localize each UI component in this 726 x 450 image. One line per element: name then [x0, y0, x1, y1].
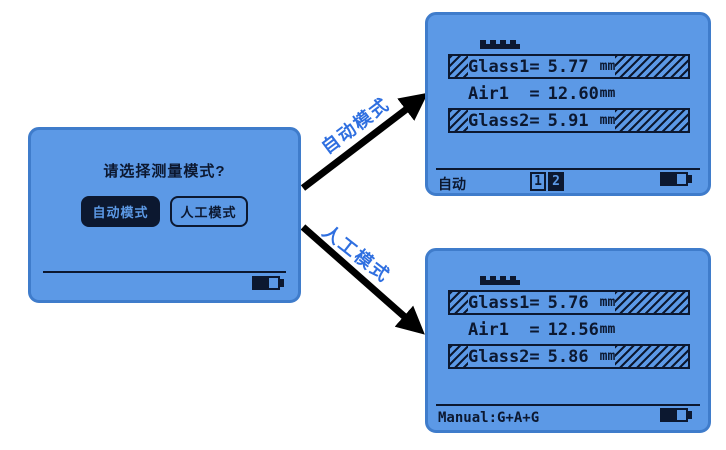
battery-fill	[254, 278, 269, 288]
divider	[436, 168, 700, 170]
measurement-value: 5.91	[547, 110, 589, 131]
battery-nub	[688, 411, 692, 419]
measurement-unit: mm	[599, 59, 616, 74]
mode-select-screen: 请选择测量模式? 自动模式 人工模式	[28, 127, 301, 303]
hatch-left-decoration	[450, 292, 468, 313]
measurement-label: Air1 =	[468, 319, 540, 340]
hatch-left-decoration	[450, 110, 468, 131]
measurement-text: Glass1= 5.76 mm	[468, 292, 615, 313]
mode-status-label: 自动	[438, 177, 466, 193]
measurement-row-glass1: Glass1= 5.77 mm	[448, 54, 690, 79]
measurement-unit: mm	[599, 113, 616, 128]
battery-icon	[660, 172, 692, 186]
measurement-label: Glass1=	[468, 292, 540, 313]
battery-nub	[688, 175, 692, 183]
measurement-value: 5.76	[547, 292, 589, 313]
measurement-unit: mm	[599, 322, 616, 337]
battery-fill	[662, 174, 677, 184]
mode-status-label: Manual:G+A+G	[438, 410, 540, 426]
hatch-right-decoration	[615, 56, 688, 77]
measurement-row-glass2: Glass2= 5.91 mm	[448, 108, 690, 133]
measurement-text: Glass2= 5.91 mm	[468, 110, 615, 131]
measurement-label: Glass2=	[468, 110, 540, 131]
mode-select-prompt: 请选择测量模式?	[103, 163, 226, 180]
hatch-right-decoration	[615, 292, 688, 313]
probe-mark-icon	[480, 276, 520, 285]
battery-fill	[662, 410, 677, 420]
hatch-right-decoration	[615, 110, 688, 131]
page-2-indicator[interactable]: 2	[548, 172, 564, 191]
probe-mark-icon	[480, 40, 520, 49]
measurement-value: 12.60	[547, 83, 599, 104]
measurement-value: 5.77	[547, 56, 589, 77]
battery-icon	[660, 408, 692, 422]
measurement-text: Glass1= 5.77 mm	[468, 56, 615, 77]
auto-mode-button[interactable]: 自动模式	[81, 196, 160, 227]
hatch-left-decoration	[450, 56, 468, 77]
measurement-unit: mm	[599, 86, 616, 101]
page-1-indicator[interactable]: 1	[530, 172, 546, 191]
measurement-value: 5.86	[547, 346, 589, 367]
mode-button-row: 自动模式 人工模式	[31, 196, 298, 227]
battery-nub	[280, 279, 284, 287]
hatch-left-decoration	[450, 346, 468, 367]
measurement-label: Glass1=	[468, 56, 540, 77]
page-indicator: 1 2	[530, 172, 564, 191]
measurement-label: Air1 =	[468, 83, 540, 104]
battery-body	[660, 408, 688, 422]
manual-mode-button[interactable]: 人工模式	[169, 196, 248, 227]
battery-body	[660, 172, 688, 186]
measurement-text: Glass2= 5.86 mm	[468, 346, 615, 367]
battery-body	[252, 276, 280, 290]
divider	[43, 271, 286, 273]
measurement-value: 12.56	[547, 319, 599, 340]
measurement-row-glass1: Glass1= 5.76 mm	[448, 290, 690, 315]
measurement-label: Glass2=	[468, 346, 540, 367]
hatch-right-decoration	[615, 346, 688, 367]
measurement-unit: mm	[599, 349, 616, 364]
auto-arrow-label: 自动模式	[317, 93, 394, 158]
divider	[436, 404, 700, 406]
measurement-unit: mm	[599, 295, 616, 310]
measurement-row-glass2: Glass2= 5.86 mm	[448, 344, 690, 369]
battery-icon	[252, 276, 284, 290]
manual-arrow-label: 人工模式	[318, 221, 395, 287]
